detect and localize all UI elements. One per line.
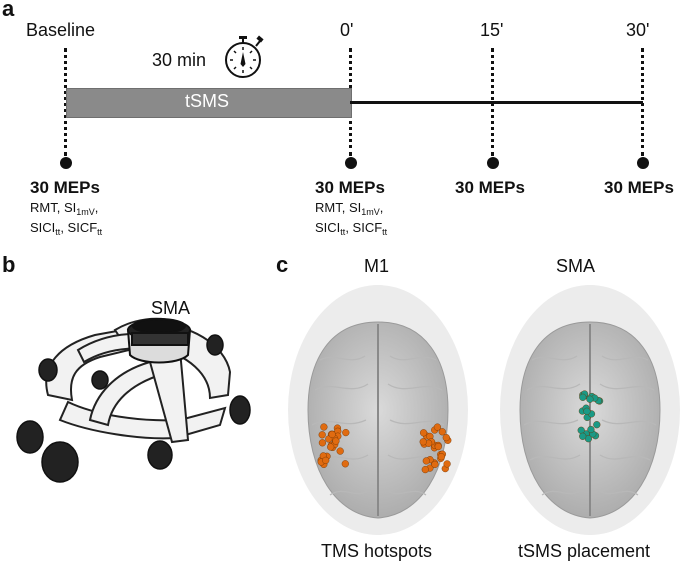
timepoint-30-dot <box>637 157 649 169</box>
tsms-placement-caption: tSMS placement <box>518 541 651 561</box>
timepoint-30-mep-label: 30 MEPs <box>604 178 674 197</box>
timepoint-15-dot <box>487 157 499 169</box>
panel-c-label: c <box>276 252 289 277</box>
tms-hotspot-dot <box>332 437 340 445</box>
tsms-placement-dots <box>577 390 604 443</box>
tms-hotspot-dot <box>421 466 429 474</box>
tms-hotspot-dot <box>336 447 344 455</box>
tsms-placement-dot <box>587 425 595 434</box>
panel-b-label: b <box>2 252 16 277</box>
sma-brain-head <box>500 285 680 535</box>
tms-hotspot-dot <box>443 460 451 468</box>
tms-hotspot-dot <box>322 456 330 465</box>
m1-brain-head <box>288 285 468 535</box>
tsms-placement-dot <box>583 407 591 415</box>
helmet-sma-label: SMA <box>151 298 191 318</box>
tms-hotspot-dot <box>328 430 336 439</box>
timepoint-15-label: 15' <box>480 20 504 40</box>
tms-hotspot-dot <box>318 431 326 439</box>
timepoint-0-measures: RMT, SI1mV, SICItt, SICFtt <box>315 200 388 237</box>
tms-hotspot-dots <box>317 423 452 474</box>
tsms-placement-dot <box>579 432 587 440</box>
timepoint-15-mep-label: 30 MEPs <box>455 178 525 197</box>
tsms-bar <box>66 88 352 118</box>
timepoint-0-label: 0' <box>340 20 354 40</box>
timeline-line <box>350 101 643 104</box>
baseline-dot <box>60 157 72 169</box>
baseline-mep-label: 30 MEPs <box>30 178 100 197</box>
sma-title: SMA <box>556 256 596 276</box>
tms-hotspot-dot <box>341 460 349 468</box>
m1-title: M1 <box>364 256 390 276</box>
tms-hotspot-dot <box>431 460 439 469</box>
tsms-placement-dot <box>577 426 585 434</box>
tms-hotspot-dot <box>327 443 335 451</box>
timepoint-0-mep-label: 30 MEPs <box>315 178 385 197</box>
panel-a-label: a <box>2 0 15 21</box>
tms-hotspots-caption: TMS hotspots <box>321 541 433 561</box>
timepoint-30-label: 30' <box>626 20 650 40</box>
tms-hotspot-dot <box>320 423 328 431</box>
tsms-placement-dot <box>593 421 601 429</box>
tms-hotspot-dot <box>420 429 428 437</box>
tms-hotspot-dot <box>318 439 327 447</box>
tms-hotspot-dot <box>437 453 446 461</box>
tms-hotspot-dot <box>342 429 350 437</box>
tms-hotspot-dot <box>442 434 450 442</box>
tms-hotspot-dot <box>419 438 427 446</box>
tsms-bar-label: tSMS <box>185 91 230 111</box>
tms-hotspot-dot <box>434 443 442 451</box>
tms-hotspot-dot <box>433 423 442 431</box>
duration-label: 30 min <box>152 50 207 70</box>
tms-hotspot-dot <box>438 428 446 436</box>
timepoint-0-dot <box>345 157 357 169</box>
tsms-placement-dot <box>586 395 594 403</box>
baseline-label: Baseline <box>26 20 96 40</box>
tms-hotspot-dot <box>422 457 430 465</box>
tsms-placement-dot <box>579 393 587 401</box>
baseline-measures: RMT, SI1mV, SICItt, SICFtt <box>30 200 103 237</box>
baseline-dotted-line <box>64 48 67 156</box>
